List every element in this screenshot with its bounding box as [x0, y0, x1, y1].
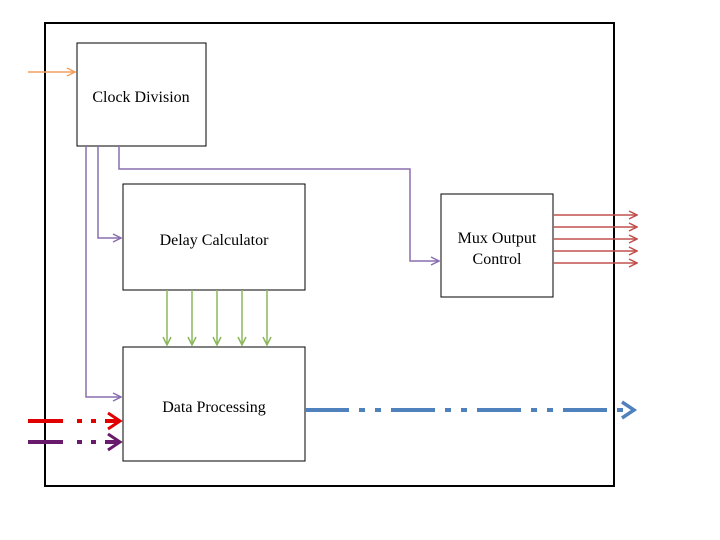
red-input-arrow — [28, 411, 123, 431]
purple-input-arrow — [28, 432, 123, 452]
clock-division-block: Clock Division — [76, 42, 207, 147]
clock-to-delay-calculator-line — [97, 146, 121, 238]
mux-output-control-label-line2: Control — [473, 251, 522, 268]
delay-bus-arrows — [167, 290, 267, 345]
mux-output-control-block: Mux Output Control — [440, 193, 554, 298]
data-output-arrow — [305, 400, 638, 420]
mux-output-control-label-line1: Mux Output — [458, 230, 537, 247]
delay-calculator-block: Delay Calculator — [122, 183, 306, 291]
clock-to-data-processing-line — [85, 146, 121, 397]
outer-container — [44, 22, 615, 487]
clock-division-label: Clock Division — [92, 89, 189, 106]
data-processing-block: Data Processing — [122, 346, 306, 462]
data-processing-label: Data Processing — [162, 399, 266, 416]
delay-calculator-label: Delay Calculator — [160, 232, 270, 249]
clock-to-mux-line — [118, 146, 439, 261]
mux-output-arrows — [553, 215, 637, 263]
